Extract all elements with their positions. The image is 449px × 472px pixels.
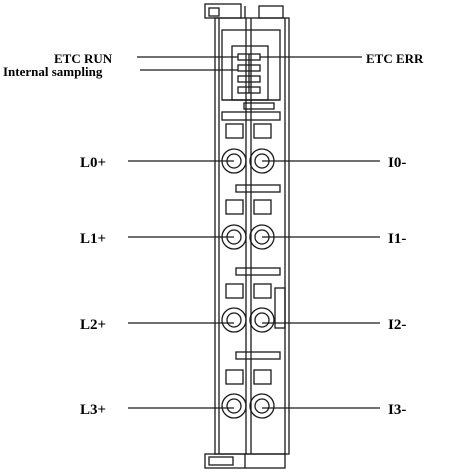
leader-lines — [128, 56, 380, 409]
label-terminal-l1: L1+ — [80, 231, 106, 247]
label-terminal-i0: I0- — [388, 155, 406, 171]
label-terminal-l2: L2+ — [80, 317, 106, 333]
terminal-block-2 — [221, 283, 286, 333]
terminal-block-3 — [221, 369, 275, 419]
terminal-block-0 — [221, 123, 275, 174]
separator-bars — [221, 111, 281, 360]
top-clip — [204, 3, 284, 19]
label-terminal-l0: L0+ — [80, 155, 106, 171]
label-internal-sampling: Internal sampling — [3, 64, 103, 79]
terminal-block-1 — [221, 199, 275, 250]
label-terminal-i2: I2- — [388, 317, 406, 333]
bottom-clip — [204, 453, 286, 469]
module-housing — [214, 17, 290, 455]
label-terminal-l3: L3+ — [80, 402, 106, 418]
label-terminal-i3: I3- — [388, 402, 406, 418]
label-etc-run: ETC RUN — [54, 51, 113, 66]
led-window — [221, 29, 281, 110]
label-terminal-i1: I1- — [388, 231, 406, 247]
label-etc-err: ETC ERR — [366, 51, 424, 66]
